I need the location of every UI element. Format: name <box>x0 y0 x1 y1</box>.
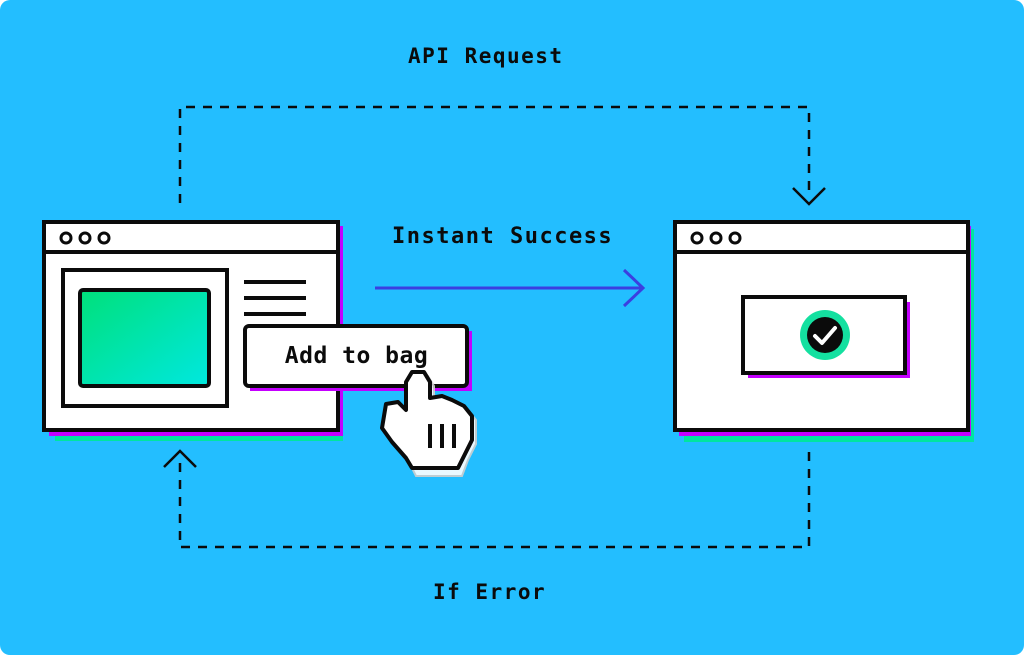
pointer-hand-icon <box>380 370 477 477</box>
instant-success-label: Instant Success <box>392 224 614 249</box>
api-request-connector <box>178 105 811 203</box>
api-request-arrowhead <box>792 187 826 206</box>
if-error-label: If Error <box>433 580 547 604</box>
checkmark-circle-icon <box>800 310 850 360</box>
product-image <box>78 288 211 388</box>
success-browser-window <box>673 220 974 442</box>
window-controls-icon <box>690 231 742 245</box>
hamburger-lines-icon <box>244 280 306 316</box>
api-request-label: API Request <box>408 44 564 68</box>
window-controls-icon <box>59 231 111 245</box>
error-arrowhead <box>163 449 197 468</box>
error-connector <box>178 452 811 549</box>
instant-success-arrow <box>375 268 646 308</box>
add-to-bag-button[interactable]: Add to bag <box>284 343 429 369</box>
